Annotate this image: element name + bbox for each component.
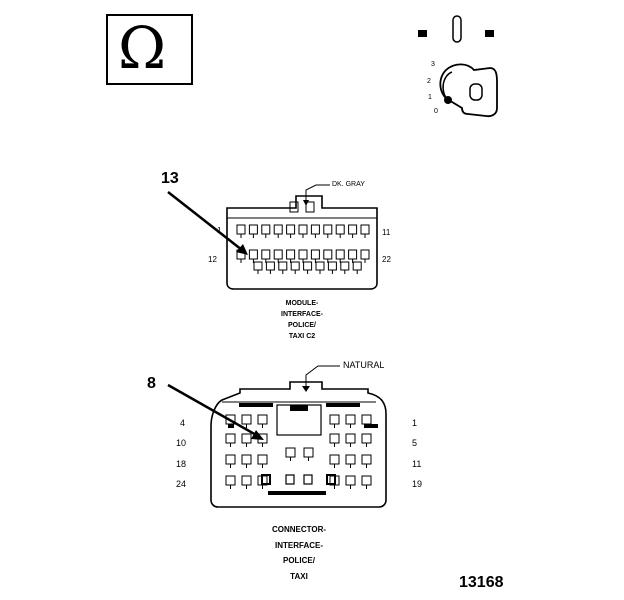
ignition-key-icon: [418, 15, 498, 118]
interface-caption-line-3: POLICE/: [282, 556, 315, 565]
figure-number: 13168: [459, 574, 504, 591]
module-cavity: [278, 261, 288, 271]
callout-8-arrow: [167, 383, 264, 440]
interface-cavity: [241, 475, 252, 486]
module-cavity: [261, 224, 271, 235]
interface-pin-1: 1: [412, 418, 418, 428]
interface-pin-4: 4: [180, 418, 186, 428]
interface-cavity: [285, 447, 296, 458]
module-pin-1: 1: [217, 226, 222, 235]
module-cavity: [298, 224, 308, 235]
interface-pin-18: 18: [176, 459, 187, 469]
module-cavity: [286, 249, 296, 260]
module-pin-22: 22: [382, 255, 391, 264]
module-cavity: [315, 261, 325, 271]
interface-cavity: [225, 475, 236, 486]
omega-glyph: Ω: [118, 14, 167, 82]
module-cavity: [286, 224, 296, 235]
interface-pin-10: 10: [176, 438, 187, 448]
interface-color-label: NATURAL: [343, 360, 385, 370]
module-cavity: [253, 261, 263, 271]
module-color-label: DK. GRAY: [332, 181, 365, 188]
interface-cavity: [345, 454, 356, 465]
key-position-3: 3: [431, 61, 435, 68]
interface-cavity: [225, 433, 236, 444]
module-caption-line-2: INTERFACE-: [281, 311, 323, 318]
module-pin-12: 12: [208, 255, 217, 264]
interface-pin-11: 11: [412, 459, 422, 469]
module-connector: [226, 184, 378, 290]
interface-cavity: [257, 414, 268, 425]
key-position-1: 1: [428, 94, 432, 101]
module-cavity: [236, 224, 246, 235]
interface-cavity: [329, 433, 340, 444]
module-cavity: [310, 224, 320, 235]
interface-connector: [210, 365, 387, 508]
module-cavity: [248, 224, 258, 235]
interface-pin-5: 5: [412, 438, 418, 448]
module-cavity: [348, 249, 358, 260]
omega-symbol-box: [106, 14, 193, 85]
interface-cavity: [257, 454, 268, 465]
module-cavity: [335, 249, 345, 260]
interface-cavity: [345, 433, 356, 444]
module-cavity: [265, 261, 275, 271]
module-cavity: [273, 249, 283, 260]
key-position-0: 0: [434, 108, 438, 115]
callout-13-arrow: [167, 191, 248, 255]
module-caption-line-1: MODULE-: [285, 300, 319, 307]
interface-caption-line-2: INTERFACE-: [275, 541, 323, 550]
interface-cavity: [241, 433, 252, 444]
interface-caption-line-1: CONNECTOR-: [271, 525, 327, 534]
module-cavity: [335, 224, 345, 235]
module-cavity: [273, 224, 283, 235]
module-cavity: [248, 249, 258, 260]
interface-cavity: [241, 414, 252, 425]
module-cavity: [290, 261, 300, 271]
interface-cavity: [241, 454, 252, 465]
module-cavity: [323, 224, 333, 235]
interface-cavity: [329, 414, 340, 425]
module-cavity: [360, 224, 370, 235]
module-pin-11: 11: [382, 228, 391, 237]
module-cavity: [352, 261, 362, 271]
key-position-2: 2: [427, 78, 431, 85]
module-cavity: [261, 249, 271, 260]
interface-cavity: [361, 475, 372, 486]
interface-cavity: [361, 414, 372, 425]
module-cavity: [340, 261, 350, 271]
interface-cavity: [345, 414, 356, 425]
module-cavity: [298, 249, 308, 260]
interface-cavity: [303, 447, 314, 458]
module-cavity: [323, 249, 333, 260]
module-cavity: [303, 261, 313, 271]
interface-cavity: [345, 475, 356, 486]
module-cavity: [348, 224, 358, 235]
interface-pin-19: 19: [412, 479, 423, 489]
interface-cavity: [225, 454, 236, 465]
callout-8-label: 8: [147, 375, 156, 392]
module-caption-line-3: POLICE/: [287, 322, 316, 329]
interface-cavity: [361, 433, 372, 444]
interface-caption-line-4: TAXI: [290, 572, 308, 581]
module-cavity: [327, 261, 337, 271]
module-cavity: [360, 249, 370, 260]
interface-cavity: [361, 454, 372, 465]
callout-13-label: 13: [161, 170, 179, 187]
module-cavity: [310, 249, 320, 260]
module-caption-line-4: TAXI C2: [288, 333, 316, 340]
interface-cavity: [329, 454, 340, 465]
interface-pin-24: 24: [176, 479, 187, 489]
